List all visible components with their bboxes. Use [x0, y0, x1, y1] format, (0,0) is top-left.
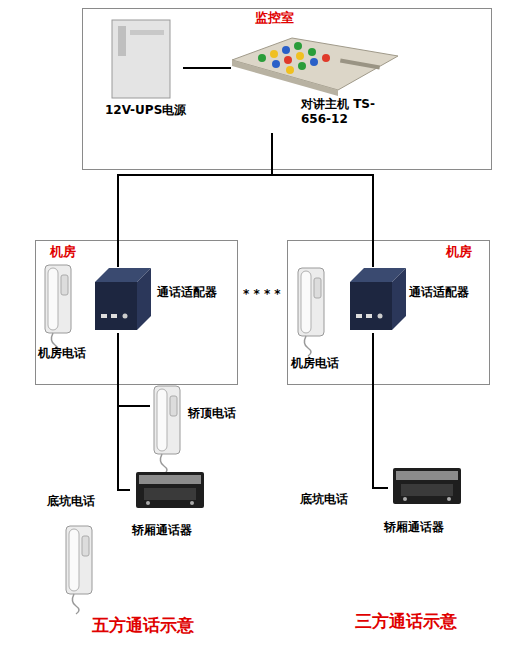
phone-image	[66, 526, 92, 614]
device-label: 机房电话	[291, 356, 339, 371]
illustration-rect	[112, 20, 170, 98]
device-node: 机房电话	[291, 263, 351, 373]
illustration-circle	[298, 62, 306, 70]
illustration-circle	[310, 58, 318, 66]
wire-connector	[373, 333, 388, 488]
device-node: 轿顶电话	[150, 386, 242, 444]
room-frame: 机房机房电话 通话适配器	[287, 240, 490, 385]
adapter-image	[350, 268, 406, 330]
device-label: 底坑电话	[300, 492, 348, 507]
intercom-image	[393, 468, 461, 504]
device-node: 机房电话	[38, 263, 94, 363]
wire-connector	[118, 133, 272, 267]
device-label: 轿顶电话	[188, 406, 236, 421]
device-node: 轿厢通话器	[130, 466, 230, 540]
device-node: 通话适配器	[93, 267, 233, 333]
illustration-polygon	[232, 38, 398, 90]
illustration-circle	[258, 54, 266, 62]
illustration-circle	[294, 42, 302, 50]
area-title: 机房	[50, 244, 76, 259]
wire-connector	[183, 67, 231, 69]
ellipsis-mark: * * * *	[243, 287, 281, 301]
device-label: 机房电话	[38, 346, 86, 361]
intercom-host	[232, 38, 398, 96]
wire-connector	[118, 333, 130, 490]
caption-note: 五方通话示意	[92, 614, 194, 637]
ups-power-unit	[112, 20, 170, 98]
illustration-polygon	[232, 60, 338, 96]
phone-image	[298, 268, 324, 356]
wire-connector	[118, 333, 150, 406]
intercom-image	[136, 472, 204, 508]
device-label: 通话适配器	[409, 285, 469, 300]
device-label: 轿厢通话器	[384, 520, 444, 535]
device-label: 轿厢通话器	[132, 523, 192, 538]
illustration-circle	[308, 48, 316, 56]
room-frame: 机房机房电话 通话适配器	[35, 240, 238, 385]
illustration-circle	[322, 54, 330, 62]
adapter-image	[95, 268, 151, 330]
device-node: 12V-UPS电源	[105, 19, 183, 119]
caption-note: 三方通话示意	[355, 610, 457, 633]
illustration-circle	[286, 66, 294, 74]
room-frame: 监控室 12V-UPS电源 对讲主机 TS-656-12	[82, 8, 492, 170]
illustration-circle	[270, 50, 278, 58]
illustration-circle	[296, 52, 304, 60]
illustration-circle	[284, 56, 292, 64]
device-label: 对讲主机 TS-656-12	[301, 97, 379, 127]
phone-image	[154, 386, 180, 474]
device-node: 底坑电话	[298, 490, 362, 512]
device-label: 12V-UPS电源	[105, 103, 186, 118]
device-label: 底坑电话	[47, 494, 95, 509]
phone-image	[45, 265, 71, 353]
illustration-rect	[118, 26, 126, 56]
device-node: 通话适配器	[347, 267, 487, 333]
illustration-circle	[272, 60, 280, 68]
area-title: 机房	[446, 244, 472, 259]
wire-connector	[272, 133, 373, 267]
device-node: 对讲主机 TS-656-12	[231, 35, 401, 133]
illustration-rect	[340, 59, 380, 70]
device-label: 通话适配器	[157, 285, 217, 300]
device-node: 轿厢通话器	[388, 462, 478, 538]
illustration-rect	[130, 30, 164, 35]
area-title: 监控室	[255, 10, 294, 25]
illustration-circle	[282, 46, 290, 54]
device-node: 底坑电话	[45, 494, 110, 616]
